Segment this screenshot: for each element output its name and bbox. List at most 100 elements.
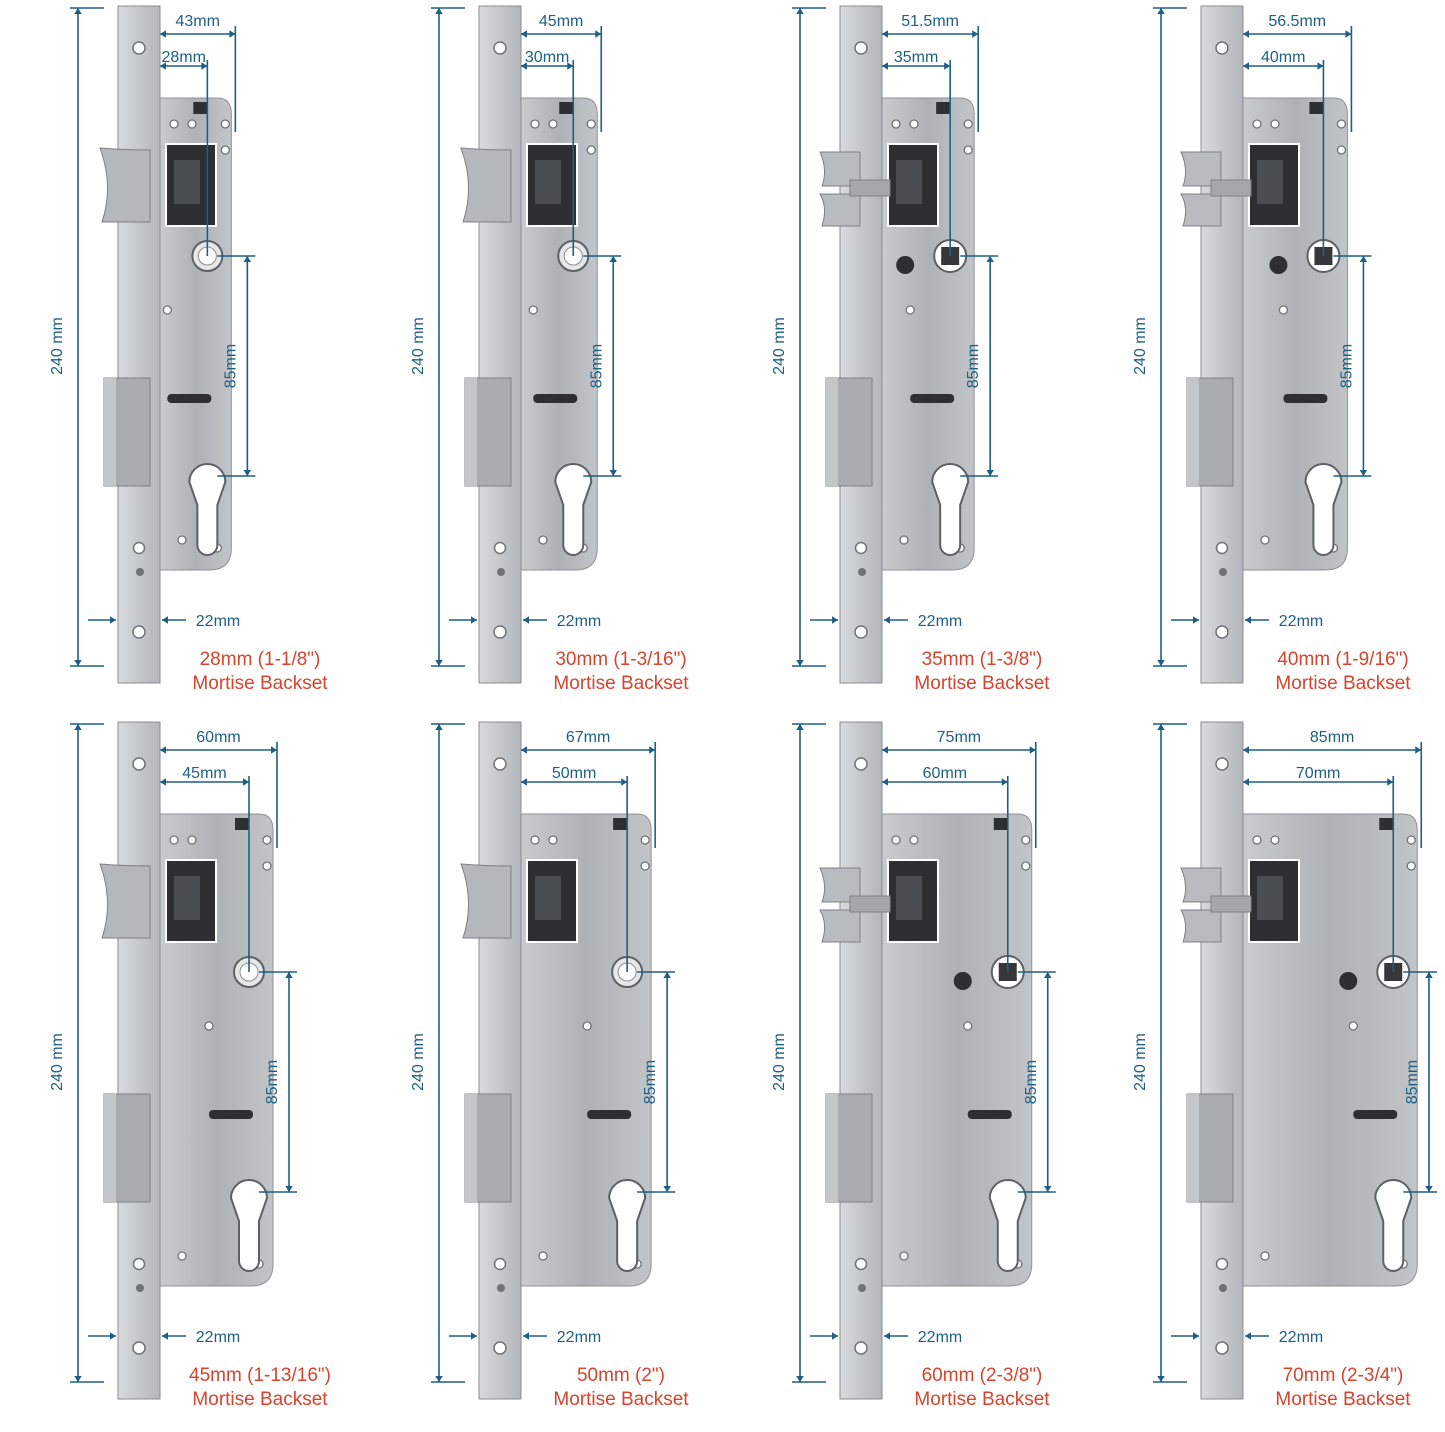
rivet (909, 835, 919, 845)
arrow-head (1425, 1186, 1433, 1192)
rivet (1336, 145, 1347, 155)
arrow-head (884, 1332, 890, 1340)
case-hole (1269, 256, 1288, 274)
latch-bolt (460, 147, 512, 223)
backset-subtitle: Mortise Backset (192, 673, 328, 694)
screw-hole (493, 541, 507, 555)
mechanism-gear (1257, 876, 1283, 920)
arrow-head (160, 778, 166, 786)
rivet (899, 535, 909, 545)
overall-width-label: 51.5mm (901, 13, 959, 30)
latch-bar (1210, 895, 1252, 913)
rivet (169, 835, 179, 845)
rivet (963, 1021, 973, 1031)
arrow-head (1359, 256, 1368, 262)
deadbolt-face (465, 1094, 477, 1202)
arrow-head (521, 746, 527, 754)
deadbolt-face (465, 378, 477, 486)
rivet (1260, 535, 1270, 545)
rivet (640, 835, 650, 845)
backset-caption: 40mm (1-9/16")Mortise Backset (1243, 648, 1443, 696)
arrow-head (882, 778, 888, 786)
arrow-head (435, 1376, 443, 1382)
screw-hole (493, 757, 507, 771)
screw-hole (493, 41, 507, 55)
mechanism-gear (535, 160, 561, 204)
arrow-head (663, 1186, 671, 1192)
screw-hole (132, 757, 146, 771)
rivet (538, 535, 548, 545)
backset-size: 30mm (1-3/16") (555, 649, 687, 670)
backset-subtitle: Mortise Backset (1275, 673, 1411, 694)
screw-hole (854, 625, 868, 639)
arrow-head (884, 616, 890, 624)
screw-hole (1215, 1341, 1229, 1355)
cylinder-cutout (554, 463, 593, 556)
backset-label: 45mm (182, 765, 226, 782)
cylinder-cutout (988, 1179, 1027, 1272)
arrow-head (1193, 1332, 1199, 1340)
height-label: 240 mm (1132, 1033, 1149, 1091)
lock-body (1180, 721, 1418, 1400)
rivet (538, 1251, 548, 1261)
screw-hole (854, 41, 868, 55)
arrow-head (523, 1332, 529, 1340)
arrow-head (944, 62, 951, 70)
screw-hole (854, 1257, 868, 1271)
screw-hole (497, 568, 505, 576)
spacing-label: 85mm (1404, 1060, 1421, 1104)
rivet (1260, 1251, 1270, 1261)
arrow-head (523, 616, 529, 624)
arrow-head (521, 30, 527, 38)
arrow-head (1245, 1332, 1251, 1340)
arrow-head (201, 62, 208, 70)
case-hole (953, 972, 972, 990)
arrow-head (74, 660, 82, 666)
rivet (177, 535, 187, 545)
arrow-head (609, 470, 617, 476)
rivet (1348, 1021, 1358, 1031)
adjust-slot (167, 394, 212, 403)
spacing-label: 85mm (1023, 1060, 1040, 1104)
backset-subtitle: Mortise Backset (553, 1389, 689, 1410)
height-label: 240 mm (1132, 317, 1149, 375)
screw-hole (854, 757, 868, 771)
screw-hole (858, 1284, 866, 1292)
backset-caption: 30mm (1-3/16")Mortise Backset (521, 648, 721, 696)
latch-bolt (819, 193, 861, 227)
arrow-head (1243, 62, 1249, 70)
rivet (963, 145, 973, 155)
latch-bolt (460, 863, 512, 939)
rivet (586, 119, 596, 129)
arrow-head (1157, 660, 1165, 666)
rivet (530, 119, 540, 129)
latch-bolt (99, 863, 151, 939)
mechanism-gear (896, 160, 922, 204)
arrow-head (1001, 778, 1008, 786)
arrow-head (1387, 778, 1394, 786)
height-label: 240 mm (49, 1033, 66, 1091)
rivet (909, 119, 919, 129)
rivet (530, 835, 540, 845)
arrow-head (1317, 62, 1324, 70)
spring-slot (235, 818, 249, 830)
latch-bolt (1180, 909, 1222, 943)
screw-hole (132, 1257, 146, 1271)
arrow-head (160, 62, 166, 70)
backset-size: 60mm (2-3/8") (921, 1365, 1043, 1386)
mechanism-gear (1257, 160, 1283, 204)
rivet (220, 119, 231, 129)
screw-hole (1215, 625, 1229, 639)
backset-label: 30mm (525, 49, 569, 66)
faceplate (1200, 721, 1244, 1400)
arrow-head (1243, 30, 1249, 38)
arrow-head (243, 778, 249, 786)
adjust-slot (967, 1110, 1012, 1119)
backset-caption: 60mm (2-3/8")Mortise Backset (882, 1364, 1082, 1412)
